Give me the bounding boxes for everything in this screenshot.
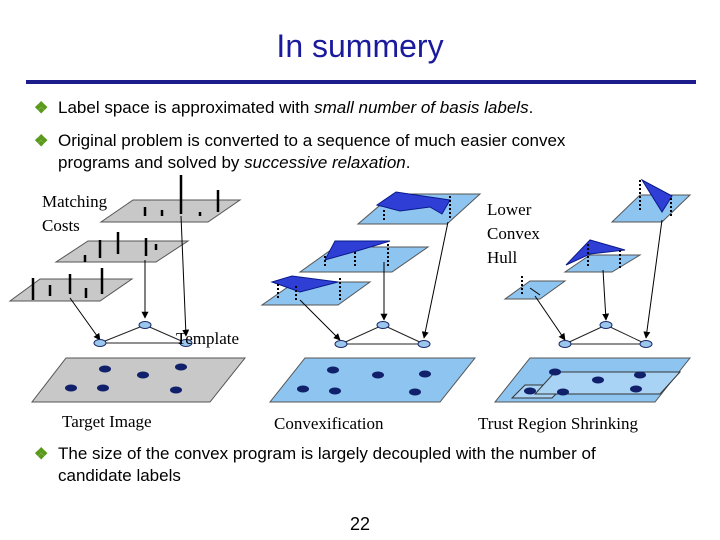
matching-cost-plane — [99, 175, 242, 223]
matching-cost-plane — [54, 232, 190, 263]
title-divider — [26, 80, 696, 84]
bullet-2: Original problem is converted to a seque… — [58, 130, 565, 174]
trust-region-plane — [563, 239, 642, 273]
bullet-mark-icon: ❖ — [34, 446, 49, 463]
bullet-3: The size of the convex program is largel… — [58, 443, 596, 487]
convexification-plane — [268, 357, 477, 403]
matching-costs-label-line-2: Costs — [42, 216, 80, 235]
bullet-3-line-2: candidate labels — [58, 466, 181, 485]
matching-costs-label: Matching Costs — [42, 190, 107, 238]
bullet-2-line-2: programs and solved by — [58, 153, 245, 172]
bullet-1-suffix: . — [528, 98, 534, 117]
template-label: Template — [176, 329, 240, 348]
matching-costs-label-line-1: Matching — [42, 192, 108, 211]
trust-region-target-plane — [493, 357, 692, 403]
lower-convex-hull-label-line-1: Lower — [487, 200, 532, 219]
template-graph — [93, 321, 193, 347]
convex-hull-plane — [298, 240, 430, 273]
slide-title: In summery — [276, 28, 444, 64]
convex-hull-plane — [356, 191, 482, 225]
bullet-1-emphasis: small number of basis labels — [314, 98, 529, 117]
lower-convex-hull-label-line-3: Hull — [487, 248, 518, 267]
trust-region-plane — [610, 178, 692, 223]
convexification-label: Convexification — [274, 414, 384, 433]
trust-region-shrinking-label: Trust Region Shrinking — [478, 414, 638, 433]
matching-cost-plane — [8, 268, 134, 302]
bullet-1: Label space is approximated with small n… — [58, 97, 533, 119]
bullet-2-emphasis: successive relaxation — [244, 153, 406, 172]
lower-convex-hull-label-line-2: Convex — [487, 224, 540, 243]
template-graph — [334, 321, 431, 348]
trust-region-plane — [503, 276, 567, 300]
convex-hull-plane — [260, 275, 372, 306]
target-image-label: Target Image — [62, 412, 152, 431]
template-graph — [558, 321, 653, 348]
bullet-mark-icon: ❖ — [34, 100, 49, 117]
bullet-2-line-1: Original problem is converted to a seque… — [58, 131, 566, 150]
bullet-mark-icon: ❖ — [34, 133, 49, 150]
bullet-2-suffix: . — [405, 153, 411, 172]
page-number: 22 — [349, 514, 371, 534]
bullet-3-line-1: The size of the convex program is largel… — [58, 444, 596, 463]
bullet-1-text: Label space is approximated with — [58, 98, 315, 117]
target-image-plane — [30, 357, 247, 403]
lower-convex-hull-label: Lower Convex Hull — [487, 198, 540, 270]
